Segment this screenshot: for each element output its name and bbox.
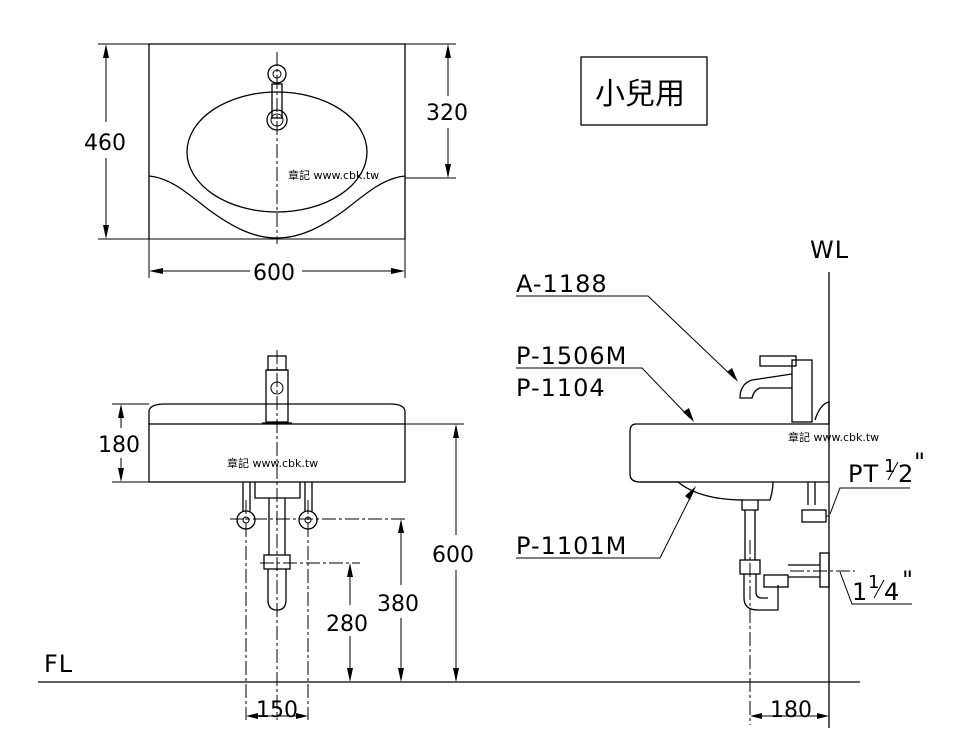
leader-part-1-arrow (683, 408, 694, 422)
title-box: 小兒用 (580, 56, 708, 126)
side-wall-flange (819, 552, 830, 588)
leader-part-3-arrow (685, 486, 696, 500)
label-drain-unit: " (902, 566, 914, 594)
side-faucet-body (791, 359, 813, 423)
dim-180h-label: 180 (98, 433, 140, 458)
top-view: 章記 www.cbk.tw 460 320 600 (84, 43, 468, 286)
side-view: WL 章記 www.cbk.tw A-1188 P-1 (516, 236, 926, 728)
dim-460-label: 460 (84, 131, 126, 156)
dim-180w-label: 180 (770, 698, 812, 723)
front-view: 章記 www.cbk.tw 180 600 (98, 350, 474, 723)
dim-600h-arrow-bottom (453, 668, 459, 682)
label-drain-frac-num: 1 (868, 572, 879, 593)
dim-280-arrow-top (347, 563, 353, 577)
side-faucet-spout (739, 373, 793, 399)
dim-600w-arrow-left (149, 268, 163, 274)
dim-280-label: 280 (326, 612, 368, 637)
label-drain-frac-slash (873, 579, 885, 599)
leader-faucet-arrow (727, 368, 738, 382)
top-view-faucet-base-inner (270, 113, 284, 127)
title-box-frame (580, 56, 708, 126)
side-trap-bend (743, 574, 779, 611)
front-trap-bend (267, 569, 287, 611)
top-view-faucet-base (266, 109, 288, 131)
dim-180w-arrow-right (817, 713, 829, 719)
label-part-1: P-1506M (516, 342, 627, 370)
dim-150-arrow-right (296, 713, 308, 719)
dim-460-arrow-bottom (103, 225, 109, 239)
dim-600h-label: 600 (432, 543, 474, 568)
label-part-3: P-1101M (516, 532, 627, 560)
dim-600w-arrow-right (391, 268, 405, 274)
label-supply-frac-num: 1 (884, 456, 895, 477)
dim-600h-arrow-top (453, 424, 459, 438)
label-faucet: A-1188 (516, 270, 608, 298)
top-view-watermark: 章記 www.cbk.tw (288, 168, 379, 182)
leader-drain (839, 571, 912, 605)
label-supply-frac-slash (887, 461, 899, 481)
side-basin-top (629, 401, 830, 483)
side-trap-outlet-nut (763, 574, 789, 588)
leader-part-3 (516, 489, 695, 559)
label-supply-thread: PT (848, 460, 879, 488)
front-left-hose (242, 482, 251, 512)
dim-320-arrow-bottom (445, 164, 451, 178)
side-supply-hose (807, 482, 816, 505)
wall-label: WL (810, 236, 849, 264)
label-drain-whole: 1 (852, 578, 868, 606)
dim-380-label: 380 (377, 592, 419, 617)
top-view-faucet-cap (272, 69, 282, 79)
side-faucet-lever (759, 355, 797, 367)
leader-supply (829, 487, 910, 515)
front-trap-nut (263, 554, 291, 570)
label-supply-frac-den: 2 (898, 460, 914, 488)
top-view-faucet-spout (271, 83, 283, 119)
dim-460-arrow-top (103, 44, 109, 58)
front-right-hose (304, 482, 313, 512)
dim-180h-arrow-bottom (118, 468, 124, 482)
label-drain-frac-den: 4 (884, 578, 900, 606)
dim-320-arrow-top (445, 44, 451, 58)
dim-600w-label: 600 (253, 261, 295, 286)
label-part-2: P-1104 (516, 374, 606, 402)
dim-280-arrow-bottom (347, 668, 353, 682)
title-box-text: 小兒用 (595, 77, 685, 112)
dim-380-arrow-bottom (398, 668, 404, 682)
top-view-faucet-handle (267, 64, 287, 84)
label-supply-unit: " (914, 448, 926, 476)
dim-380-arrow-top (398, 519, 404, 533)
front-drain-pipe (268, 498, 286, 555)
dim-180h-arrow-top (118, 404, 124, 418)
front-bowl-bottom (254, 482, 301, 499)
dim-150-arrow-left (246, 713, 258, 719)
floor-label: FL (44, 650, 73, 678)
dim-150-label: 150 (256, 698, 298, 723)
side-drain-pipe (744, 510, 756, 560)
side-supply-valve (801, 509, 827, 523)
side-wall-pipe (788, 564, 820, 578)
leader-faucet (516, 295, 735, 379)
leader-part-1 (516, 367, 691, 419)
side-view-watermark: 章記 www.cbk.tw (788, 430, 879, 444)
side-drain-flange (741, 500, 759, 511)
front-view-watermark: 章記 www.cbk.tw (227, 456, 318, 470)
dim-320-label: 320 (426, 101, 468, 126)
dim-180w-arrow-left (750, 713, 762, 719)
